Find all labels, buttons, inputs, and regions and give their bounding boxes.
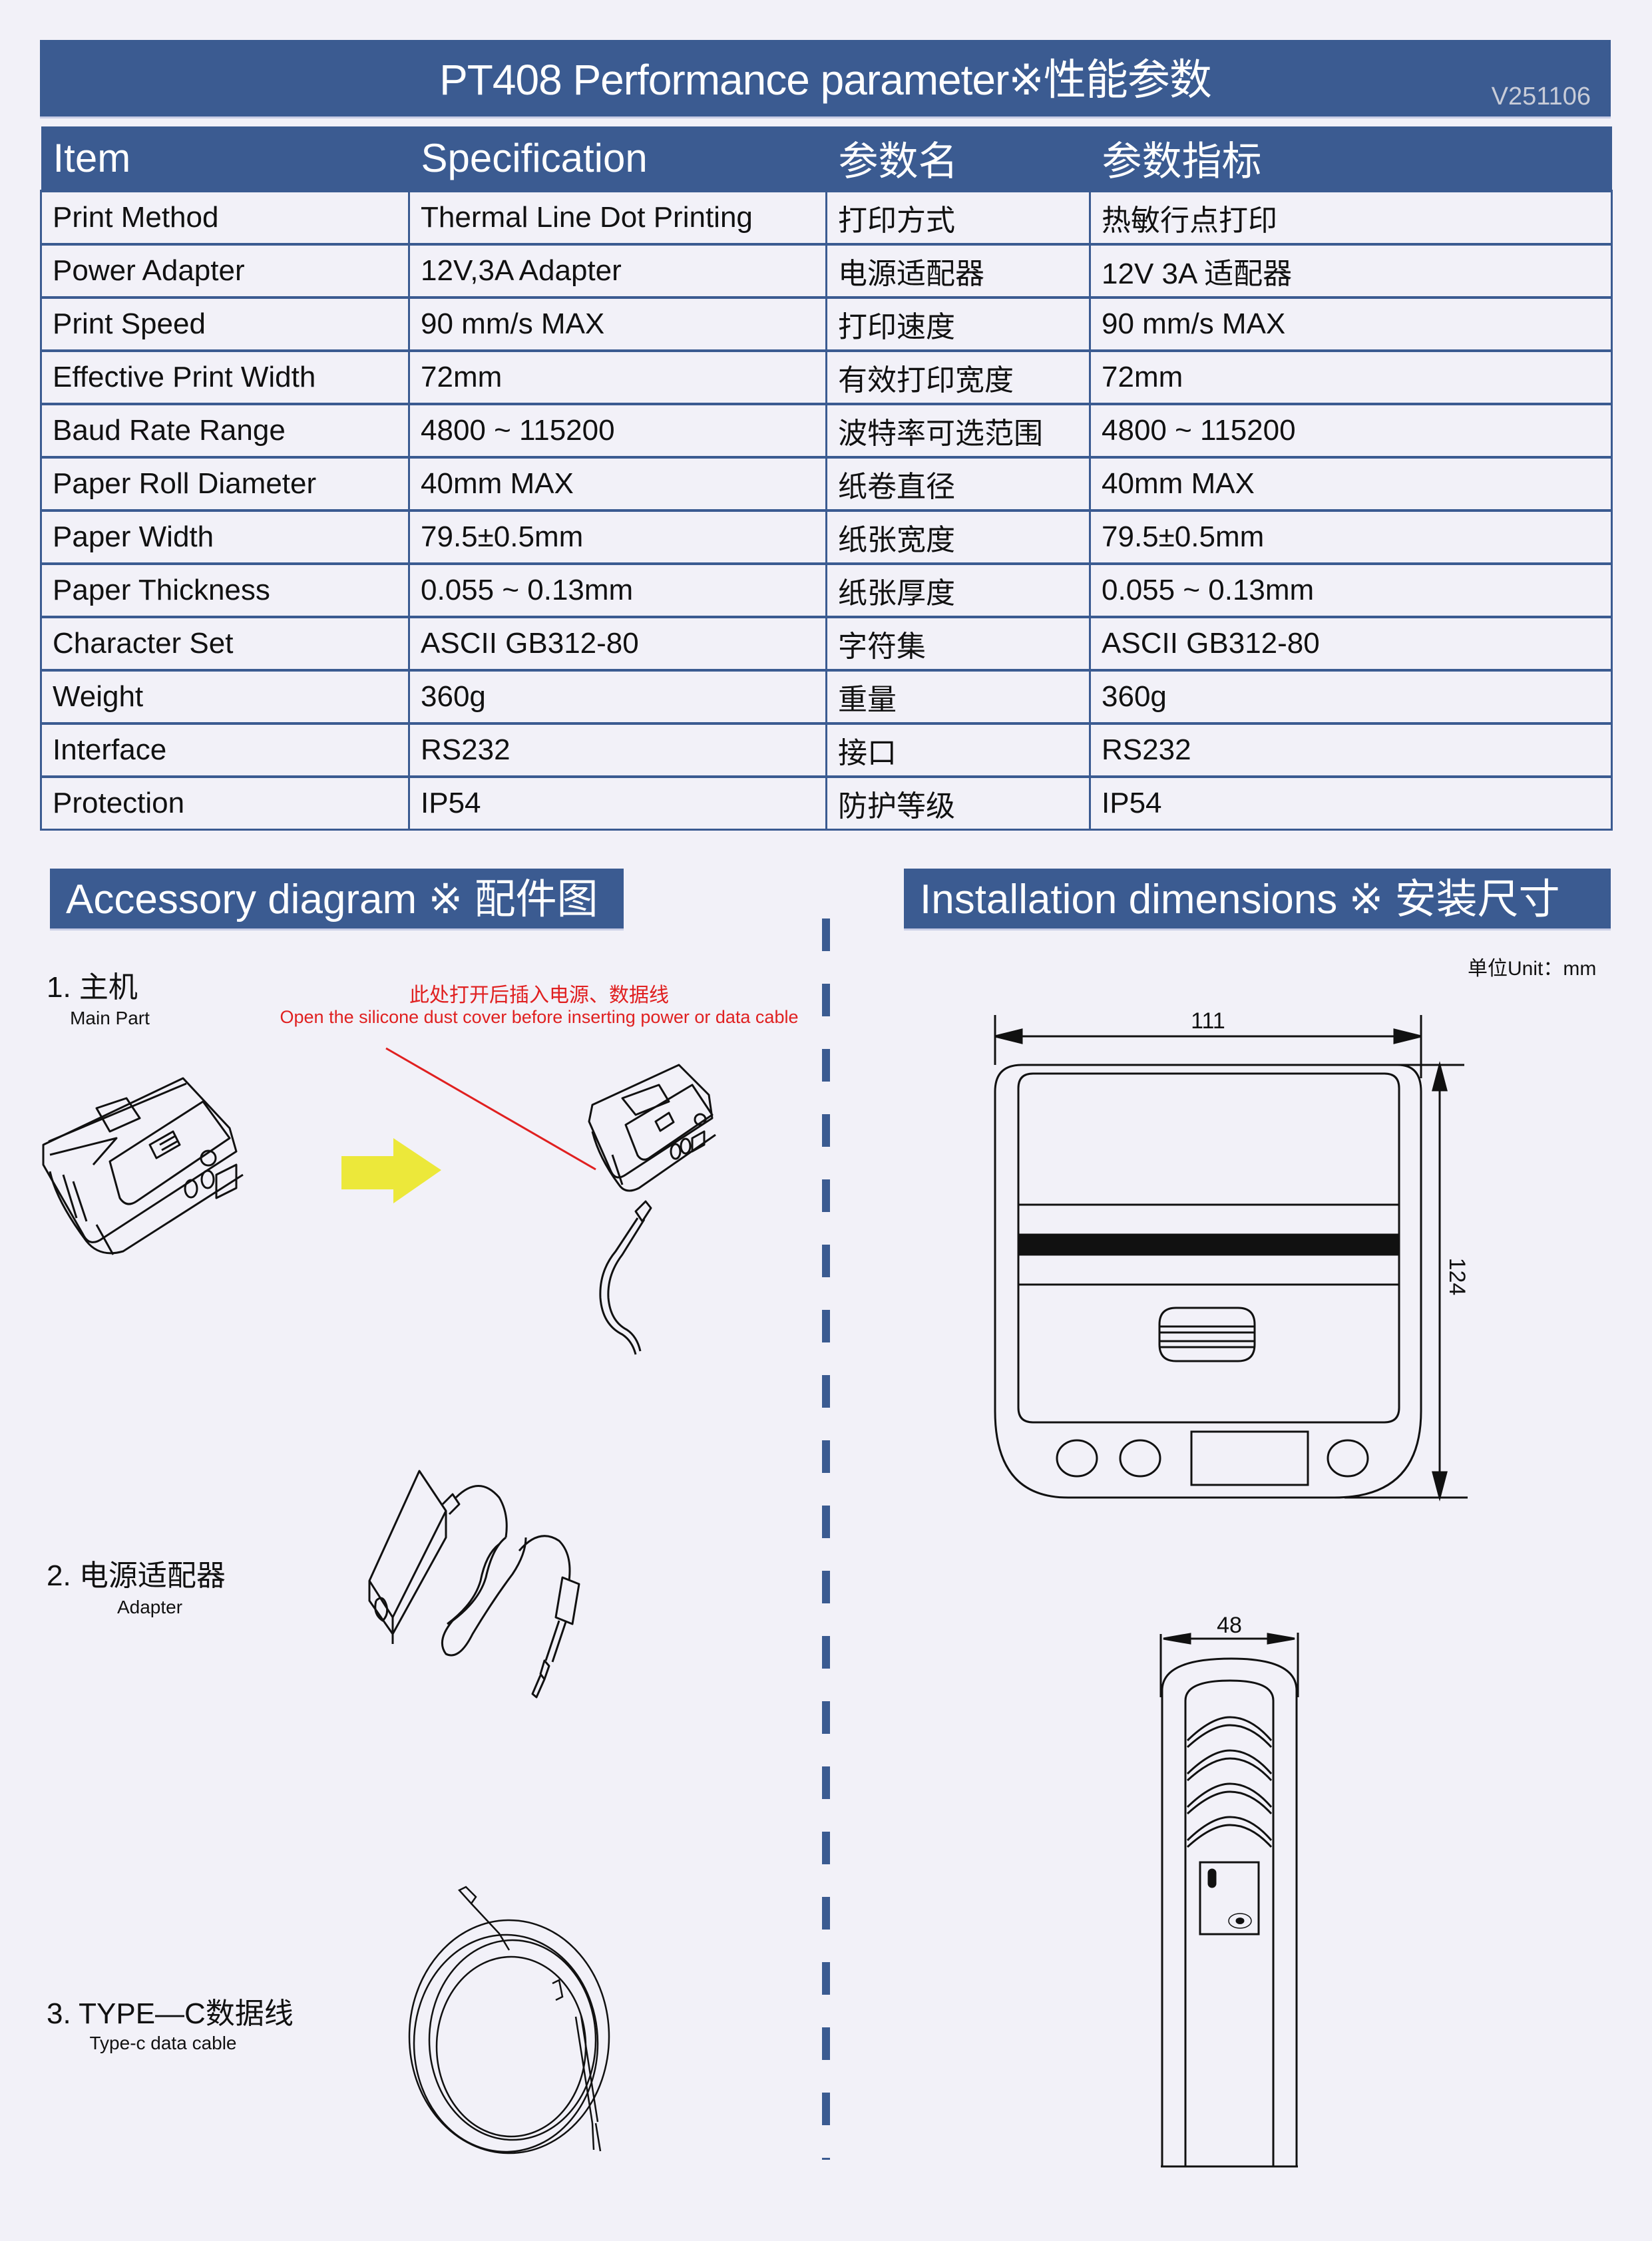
cell: Power Adapter — [40, 243, 410, 299]
cell: 波特率可选范围 — [825, 403, 1091, 459]
cell: 纸卷直径 — [825, 456, 1091, 512]
accessory-section-header: Accessory diagram ※ 配件图 — [50, 869, 624, 930]
cell: 4800 ~ 115200 — [1089, 403, 1613, 459]
accessory-3-label-cn: 3. TYPE—C数据线 — [47, 1997, 294, 2030]
printer-illustration-icon — [42, 1077, 244, 1255]
cell: 重量 — [825, 669, 1091, 725]
cell: 0.055 ~ 0.13mm — [1089, 562, 1613, 618]
cell: 热敏行点打印 — [1089, 190, 1613, 246]
title-banner: PT408 Performance parameter※性能参数 V251106 — [40, 40, 1611, 118]
table-header-row: Item Specification 参数名 参数指标 — [41, 126, 1612, 191]
cell: IP54 — [1089, 775, 1613, 831]
cell: 打印速度 — [825, 296, 1091, 352]
cell: 接口 — [825, 722, 1091, 778]
column-header-param-name: 参数名 — [826, 126, 1090, 191]
column-header-specification: Specification — [409, 126, 827, 191]
cell: ASCII GB312-80 — [1089, 616, 1613, 672]
accessory-2-label-en: Adapter — [116, 1597, 183, 1617]
cell: 90 mm/s MAX — [1089, 296, 1613, 352]
power-adapter-illustration-icon — [368, 1470, 580, 1699]
cell: Baud Rate Range — [40, 403, 410, 459]
cell: 纸张宽度 — [825, 509, 1091, 565]
front-view-drawing-icon: 111 124 — [994, 1008, 1470, 1502]
cell: RS232 — [1089, 722, 1613, 778]
arrow-right-icon — [341, 1138, 441, 1203]
printer-with-cable-illustration-icon — [588, 1064, 716, 1355]
accessory-3-label-en: Type-c data cable — [89, 2033, 237, 2053]
column-header-param-value: 参数指标 — [1090, 126, 1612, 191]
cell: Paper Thickness — [40, 562, 410, 618]
pointer-line — [385, 1047, 596, 1171]
cell: 40mm MAX — [1089, 456, 1613, 512]
cell: 360g — [408, 669, 827, 725]
insert-note-cn: 此处打开后插入电源、数据线 — [409, 984, 669, 1006]
cell: IP54 — [408, 775, 827, 831]
installation-section-header: Installation dimensions ※ 安装尺寸 — [904, 869, 1611, 930]
cell: Print Method — [40, 190, 410, 246]
cell: 79.5±0.5mm — [1089, 509, 1613, 565]
cell: 纸张厚度 — [825, 562, 1091, 618]
page-title: PT408 Performance parameter※性能参数 — [439, 56, 1212, 104]
front-width-label: 111 — [1191, 1008, 1225, 1034]
cell: 电源适配器 — [825, 243, 1091, 299]
cell: Weight — [40, 669, 410, 725]
cell: Paper Width — [40, 509, 410, 565]
cell: Thermal Line Dot Printing — [408, 190, 827, 246]
cell: 40mm MAX — [408, 456, 827, 512]
cell: 72mm — [1089, 349, 1613, 405]
accessory-1-label-cn: 1. 主机 — [47, 971, 138, 1004]
accessory-2-label-cn: 2. 电源适配器 — [47, 1559, 226, 1592]
cell: Interface — [40, 722, 410, 778]
cell: 360g — [1089, 669, 1613, 725]
side-width-label: 48 — [1217, 1613, 1242, 1638]
insert-note-en: Open the silicone dust cover before inse… — [280, 1007, 799, 1027]
column-header-item: Item — [41, 126, 409, 191]
cell: Paper Roll Diameter — [40, 456, 410, 512]
accessory-1-label-en: Main Part — [70, 1008, 150, 1028]
cell: Character Set — [40, 616, 410, 672]
cell: Print Speed — [40, 296, 410, 352]
cell: RS232 — [408, 722, 827, 778]
unit-label: 单位Unit：mm — [1468, 958, 1597, 980]
side-view-drawing-icon: 48 — [1159, 1613, 1299, 2168]
cell: 字符集 — [825, 616, 1091, 672]
spec-table: Item Specification 参数名 参数指标 Print Method… — [40, 126, 1613, 831]
cell: ASCII GB312-80 — [408, 616, 827, 672]
version-label: V251106 — [1491, 83, 1591, 110]
cell: 4800 ~ 115200 — [408, 403, 827, 459]
cell: 72mm — [408, 349, 827, 405]
cell: Protection — [40, 775, 410, 831]
typec-cable-illustration-icon — [408, 1886, 610, 2154]
cell: 防护等级 — [825, 775, 1091, 831]
cell: 12V 3A 适配器 — [1089, 243, 1613, 299]
cell: 有效打印宽度 — [825, 349, 1091, 405]
cell: 打印方式 — [825, 190, 1091, 246]
section-divider — [822, 918, 830, 2160]
cell: Effective Print Width — [40, 349, 410, 405]
cell: 79.5±0.5mm — [408, 509, 827, 565]
cell: 12V,3A Adapter — [408, 243, 827, 299]
front-height-label: 124 — [1444, 1258, 1470, 1296]
cell: 0.055 ~ 0.13mm — [408, 562, 827, 618]
cell: 90 mm/s MAX — [408, 296, 827, 352]
